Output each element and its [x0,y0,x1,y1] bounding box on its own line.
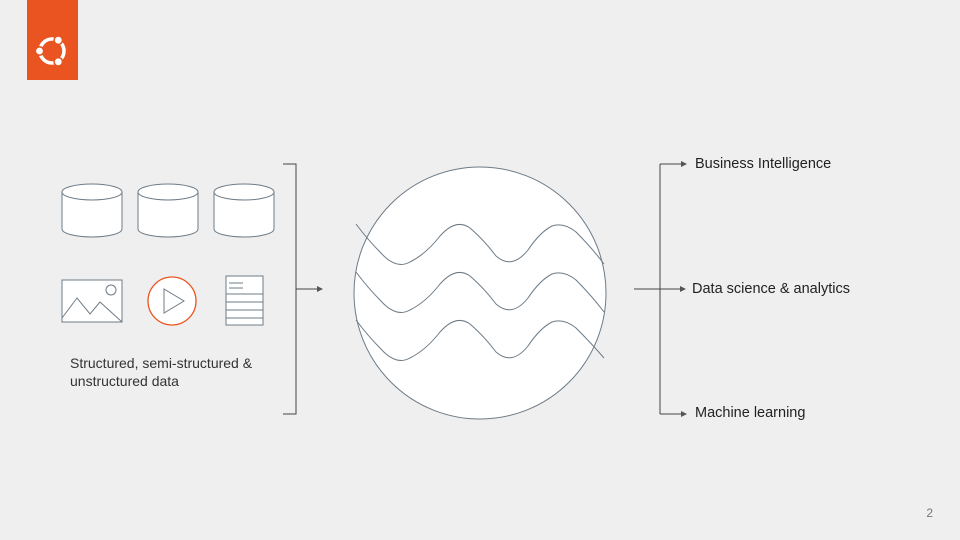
database-icon [213,183,275,238]
output-data-science-analytics: Data science & analytics [692,281,850,297]
output-bracket [634,161,687,417]
document-icon [225,275,264,326]
output-machine-learning: Machine learning [695,405,806,421]
sources-caption-line1: Structured, semi-structured & [70,355,253,371]
database-icon [137,183,199,238]
video-play-icon [147,276,197,326]
sources-caption: Structured, semi-structured & unstructur… [70,354,290,390]
input-bracket [283,163,323,415]
output-business-intelligence: Business Intelligence [695,156,832,172]
ubuntu-logo [27,0,78,80]
page-number: 2 [926,506,933,520]
image-icon [61,279,123,323]
ubuntu-circle-of-friends-icon [34,34,69,68]
sources-caption-line2: unstructured data [70,373,179,389]
data-lake-waves-icon [353,166,607,420]
database-icon [61,183,123,238]
